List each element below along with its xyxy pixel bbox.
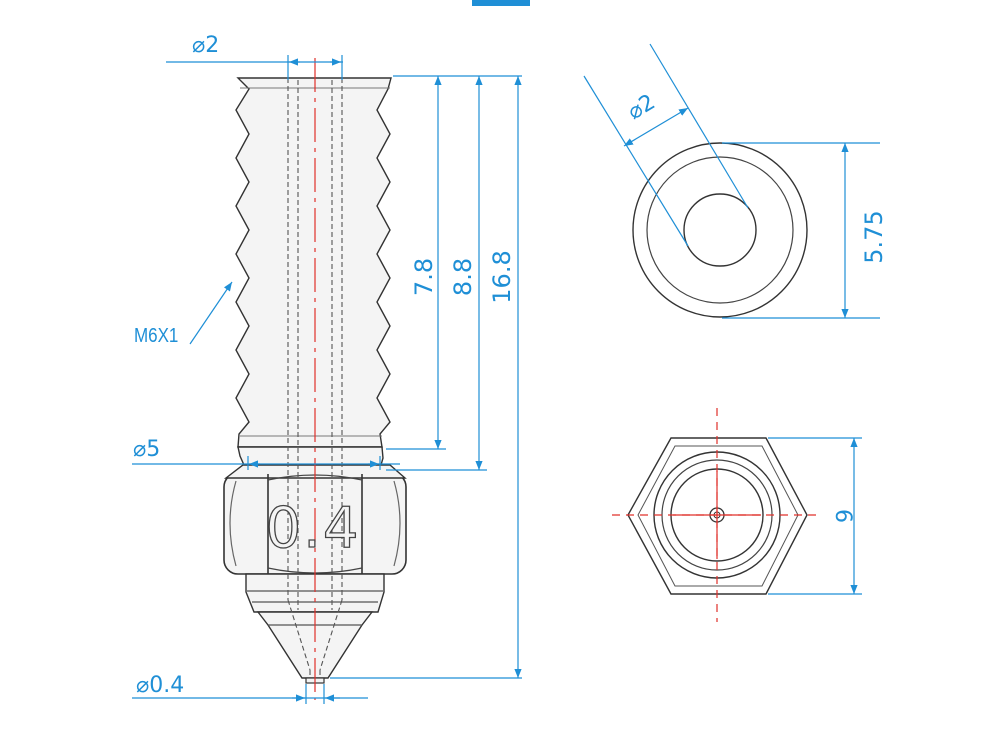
dim-thread-spec: M6X1 <box>134 324 178 347</box>
dim-thread-length: 7.8 <box>410 258 438 296</box>
nozzle-engraving: 0.4 <box>265 496 360 561</box>
front-dimensions <box>132 55 522 704</box>
dim-body-length: 8.8 <box>449 258 477 296</box>
dim-across-flats: 6 <box>830 509 855 523</box>
front-dimension-labels: ⌀2 M6X1 ⌀5 ⌀0.4 7.8 8.8 16.8 <box>133 33 516 698</box>
top-dimensions <box>583 43 880 319</box>
threaded-body <box>235 77 392 448</box>
bottom-dimensions <box>768 437 862 595</box>
dim-inner-diameter-front: ⌀2 <box>192 33 219 58</box>
dim-total-length: 16.8 <box>488 250 516 303</box>
bottom-view <box>612 408 822 622</box>
top-dimension-labels: ⌀2 5.75 <box>624 90 888 264</box>
dim-hex-diameter: ⌀5 <box>133 437 160 462</box>
top-view <box>632 142 808 318</box>
top-tab <box>472 0 530 6</box>
dim-outer-diameter: 5.75 <box>860 210 888 263</box>
front-view: 0.4 <box>223 58 407 700</box>
dim-orifice-diameter: ⌀0.4 <box>136 673 184 698</box>
dim-inner-diameter-top: ⌀2 <box>624 90 660 125</box>
